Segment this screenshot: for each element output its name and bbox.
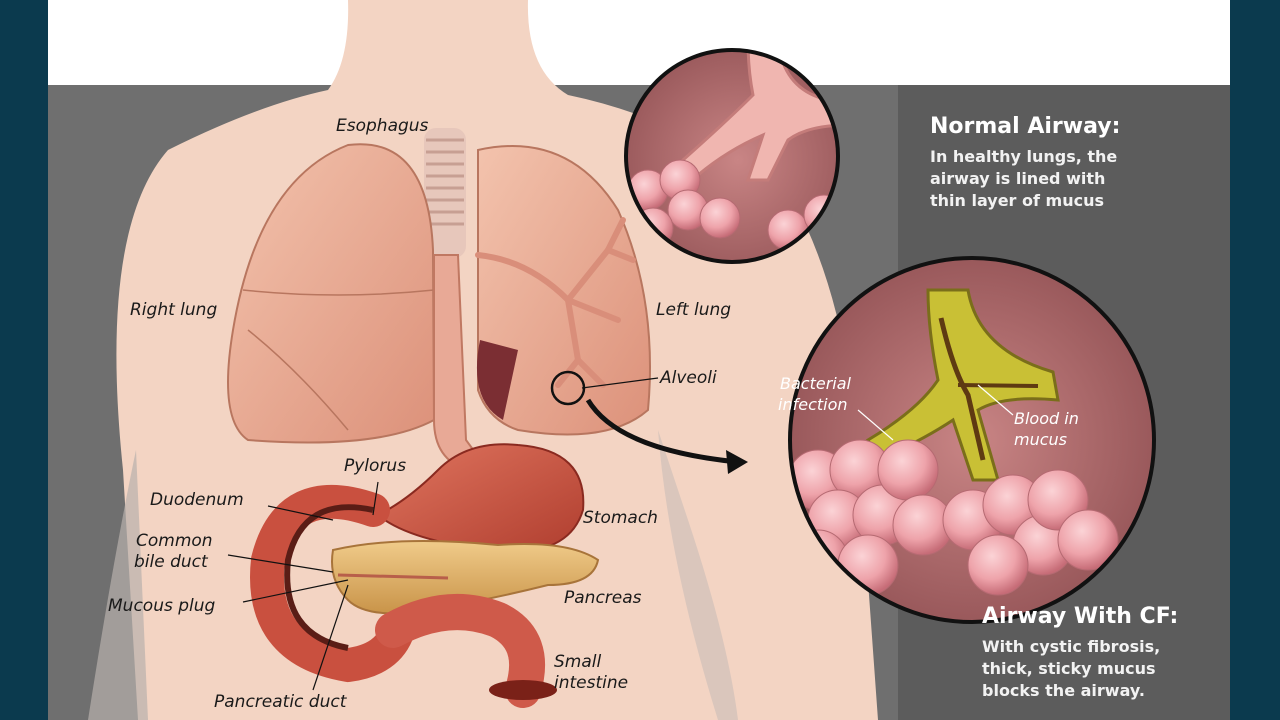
label-mucous-plug: Mucous plug <box>108 596 216 616</box>
normal-airway-description: In healthy lungs, the airway is lined wi… <box>930 146 1170 212</box>
right-arm-shadow <box>658 430 738 720</box>
pancreas <box>331 540 600 615</box>
top-white-band <box>48 0 1230 88</box>
label-small-intestine-1: Small <box>554 652 602 672</box>
cf-airway-line-3: blocks the airway. <box>982 681 1145 700</box>
label-pancreatic-duct: Pancreatic duct <box>214 692 347 712</box>
label-common-bile-duct-1: Common <box>136 531 213 551</box>
cf-airway-description: With cystic fibrosis, thick, sticky mucu… <box>982 636 1222 702</box>
label-esophagus: Esophagus <box>336 116 429 136</box>
label-blood-in-mucus-2: mucus <box>1014 430 1067 449</box>
label-blood-in-mucus-1: Blood in <box>1014 409 1079 428</box>
duodenum <box>250 484 415 683</box>
normal-airway-title: Normal Airway: <box>930 114 1121 139</box>
label-right-lung: Right lung <box>130 300 218 320</box>
pancreatic-duct-line <box>337 573 449 580</box>
label-pancreas: Pancreas <box>564 588 642 608</box>
cf-airway-line-1: With cystic fibrosis, <box>982 637 1161 656</box>
right-lung-fissure <box>242 289 435 296</box>
left-frame-bar <box>0 0 48 720</box>
zoom-arrow-head <box>726 450 748 474</box>
trachea-rings <box>426 138 464 226</box>
right-lung <box>227 143 436 444</box>
left-arm-shadow <box>88 450 148 720</box>
label-pylorus: Pylorus <box>344 456 407 476</box>
label-stomach: Stomach <box>583 508 658 528</box>
label-bacterial-infection-1: Bacterial <box>780 374 851 393</box>
zoom-arrow <box>585 398 739 465</box>
label-bacterial-infection-2: infection <box>778 395 848 414</box>
normal-airway-line-1: In healthy lungs, the <box>930 147 1118 166</box>
left-lung <box>477 145 651 436</box>
duodenum-lining <box>284 504 374 651</box>
small-intestine <box>375 594 546 708</box>
heart-notch <box>476 340 518 420</box>
label-small-intestine-2: intestine <box>554 673 629 693</box>
normal-airway-line-2: airway is lined with <box>930 169 1106 188</box>
normal-airway-circle <box>624 48 840 264</box>
leader-lines <box>227 377 659 691</box>
cf-airway-zoom <box>790 258 1154 622</box>
anatomy-illustration <box>48 0 1230 720</box>
cf-airway-line-2: thick, sticky mucus <box>982 659 1156 678</box>
label-duodenum: Duodenum <box>150 490 244 510</box>
label-left-lung: Left lung <box>656 300 732 320</box>
cf-airway-circle <box>788 256 1156 624</box>
right-frame-bar <box>1230 0 1280 720</box>
intestine-opening <box>489 680 557 700</box>
illustration-scene: Esophagus Right lung Left lung Alveoli P… <box>48 0 1230 720</box>
right-lung-fissure-2 <box>247 329 349 431</box>
normal-airway-line-3: thin layer of mucus <box>930 191 1104 210</box>
label-common-bile-duct-2: bile duct <box>134 552 208 572</box>
cf-airway-title: Airway With CF: <box>982 604 1179 629</box>
cf-leader-lines <box>857 384 1014 441</box>
label-alveoli: Alveoli <box>660 368 717 388</box>
